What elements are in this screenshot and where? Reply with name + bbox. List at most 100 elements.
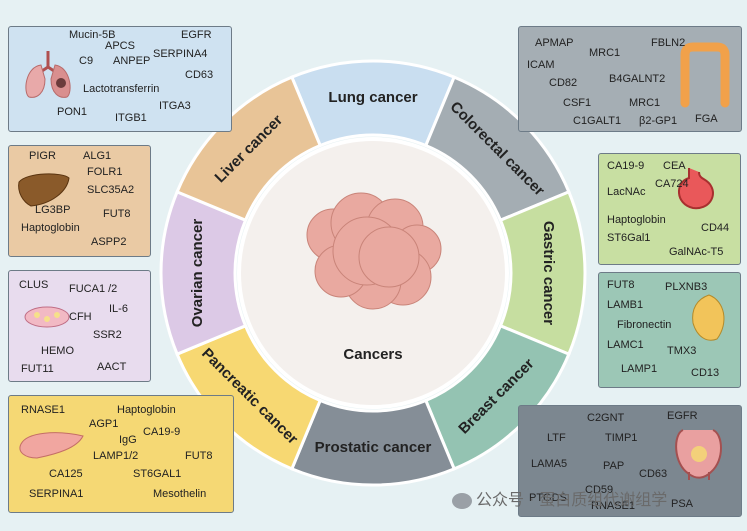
prostate-icon	[669, 424, 729, 482]
liver-icon	[17, 172, 71, 208]
ovarian-marker-4: CFH	[69, 311, 92, 323]
prostatic-marker-10: RNASE1	[591, 500, 636, 512]
colorectal-marker-11: FGA	[695, 113, 718, 125]
breast-marker-7: LAMP1	[621, 363, 658, 375]
breast-biomarker-box: FUT8 PLXNB3 LAMB1 Fibronectin LAMC1 TMX3…	[598, 272, 741, 388]
liver-marker-7: Haptoglobin	[21, 222, 80, 234]
center-label: Cancers	[343, 346, 402, 363]
colorectal-marker-7: CSF1	[563, 97, 592, 109]
liver-biomarker-box: PIGR ALG1 FOLR1 SLC35A2 LG3BP FUT8 Hapto…	[8, 145, 151, 257]
tumor-icon	[306, 192, 442, 310]
prostatic-marker-7: CD63	[639, 468, 668, 480]
wechat-icon	[452, 492, 472, 509]
watermark-text: 公众号 · 蛋白质组代谢组学	[476, 490, 668, 509]
pancreatic-marker-10: SERPINA1	[29, 488, 84, 500]
colorectal-marker-9: C1GALT1	[573, 115, 622, 127]
breast-marker-6: TMX3	[667, 345, 697, 357]
segment-liver-cancer	[175, 75, 323, 223]
pancreatic-marker-7: FUT8	[185, 450, 213, 462]
ovarian-marker-3: IL-6	[109, 303, 128, 315]
pancreatic-marker-3: AGP1	[89, 418, 119, 430]
colorectal-marker-6: B4GALNT2	[609, 73, 666, 85]
pancreatic-marker-8: CA125	[49, 468, 83, 480]
breast-marker-3: LAMB1	[607, 299, 644, 311]
liver-marker-3: FOLR1	[87, 166, 123, 178]
colorectal-marker-2: MRC1	[589, 47, 621, 59]
lung-marker-1: Mucin-5B	[69, 29, 116, 41]
prostatic-marker-11: PSA	[671, 498, 694, 510]
gastric-marker-1: CA19-9	[607, 160, 645, 172]
colorectal-marker-8: MRC1	[629, 97, 661, 109]
pancreatic-biomarker-box: RNASE1 Haptoglobin AGP1 IgG CA19-9 LAMP1…	[8, 395, 234, 513]
gastric-marker-6: CD44	[701, 222, 730, 234]
colon-icon	[677, 41, 733, 111]
pancreatic-marker-4: IgG	[119, 434, 137, 446]
colorectal-marker-5: CD82	[549, 77, 578, 89]
prostatic-marker-1: C2GNT	[587, 412, 625, 424]
stomach-icon	[671, 164, 719, 212]
pancreatic-marker-5: CA19-9	[143, 426, 181, 438]
lung-marker-5: ANPEP	[113, 55, 151, 67]
prostatic-marker-9: PTGDS	[529, 492, 567, 504]
gastric-marker-8: GalNAc-T5	[669, 246, 724, 258]
lung-biomarker-box: Mucin-5B APCS EGFR C9 ANPEP SERPINA4 CD6…	[8, 26, 232, 132]
liver-marker-4: SLC35A2	[87, 184, 135, 196]
gastric-marker-2: CEA	[663, 160, 686, 172]
lung-marker-4: C9	[79, 55, 94, 67]
breast-gland-icon	[689, 293, 729, 343]
pancreatic-marker-9: ST6GAL1	[133, 468, 182, 480]
ovarian-marker-5: SSR2	[93, 329, 122, 341]
liver-marker-5: LG3BP	[35, 204, 71, 216]
ovarian-marker-8: AACT	[97, 361, 127, 373]
lung-marker-10: PON1	[57, 106, 87, 118]
colorectal-marker-3: FBLN2	[651, 37, 686, 49]
ovarian-marker-2: FUCA1 /2	[69, 283, 118, 295]
ovarian-marker-6: HEMO	[41, 345, 74, 357]
lung-marker-3: EGFR	[181, 29, 212, 41]
liver-marker-6: FUT8	[103, 208, 131, 220]
segment-label: Prostatic cancer	[315, 439, 432, 456]
prostatic-marker-6: PAP	[603, 460, 625, 472]
prostatic-marker-5: LAMA5	[531, 458, 568, 470]
breast-marker-4: Fibronectin	[617, 319, 672, 331]
lung-icon	[19, 49, 77, 101]
lung-marker-7: CD63	[185, 69, 214, 81]
lung-marker-8: Lactotransferrin	[83, 83, 160, 95]
gastric-marker-3: LacNAc	[607, 186, 646, 198]
prostatic-marker-4: LTF	[547, 432, 566, 444]
pancreatic-marker-6: LAMP1/2	[93, 450, 139, 462]
gastric-marker-4: CA724	[655, 178, 689, 190]
liver-marker-8: ASPP2	[91, 236, 127, 248]
pancreatic-marker-11: Mesothelin	[153, 488, 207, 500]
watermark: 公众号 · 蛋白质组代谢组学	[452, 486, 667, 510]
prostatic-marker-2: EGFR	[667, 410, 698, 422]
prostatic-biomarker-box: C2GNT EGFR TIMP1 LTF LAMA5 PAP CD63 CD59…	[518, 405, 742, 517]
prostatic-marker-3: TIMP1	[605, 432, 638, 444]
gastric-marker-7: ST6Gal1	[607, 232, 651, 244]
liver-marker-1: PIGR	[29, 150, 56, 162]
prostatic-marker-8: CD59	[585, 484, 614, 496]
pancreas-icon	[17, 426, 87, 462]
colorectal-marker-4: ICAM	[527, 59, 555, 71]
lung-marker-2: APCS	[105, 40, 135, 52]
pancreatic-marker-1: RNASE1	[21, 404, 66, 416]
breast-marker-2: PLXNB3	[665, 281, 708, 293]
pancreatic-marker-2: Haptoglobin	[117, 404, 176, 416]
ovarian-marker-7: FUT11	[21, 363, 54, 375]
gastric-biomarker-box: CA19-9 CEA LacNAc CA724 Haptoglobin CD44…	[598, 153, 741, 265]
breast-marker-1: FUT8	[607, 279, 635, 291]
lung-marker-9: ITGA3	[159, 100, 191, 112]
colorectal-marker-1: APMAP	[535, 37, 574, 49]
segment-label: Gastric cancer	[540, 221, 557, 325]
breast-marker-8: CD13	[691, 367, 720, 379]
ovarian-marker-1: CLUS	[19, 279, 49, 291]
lung-marker-6: SERPINA4	[153, 48, 208, 60]
segment-label: Lung cancer	[328, 89, 417, 106]
colorectal-marker-10: β2-GP1	[639, 115, 678, 127]
gastric-marker-5: Haptoglobin	[607, 214, 666, 226]
ovary-icon	[21, 301, 73, 331]
ovarian-biomarker-box: CLUS FUCA1 /2 IL-6 CFH SSR2 HEMO FUT11 A…	[8, 270, 151, 382]
colorectal-biomarker-box: APMAP MRC1 FBLN2 ICAM CD82 B4GALNT2 CSF1…	[518, 26, 742, 132]
